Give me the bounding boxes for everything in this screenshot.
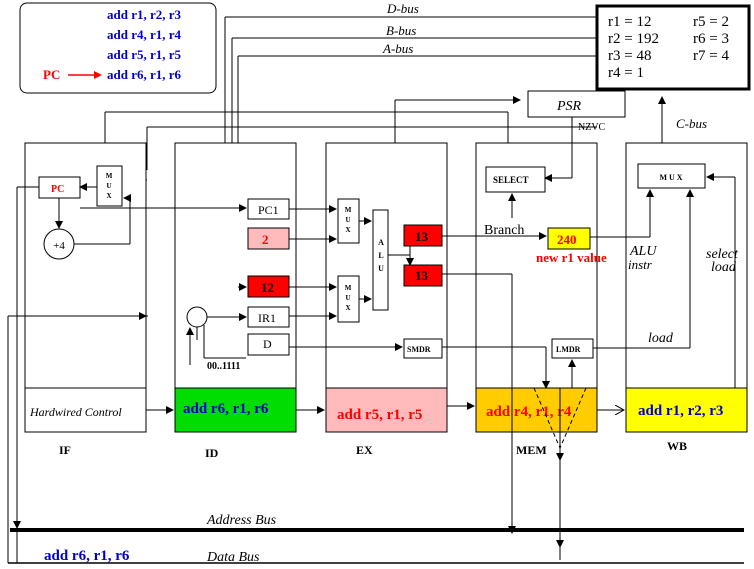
smdr-register <box>403 338 443 359</box>
ir1-register <box>247 306 290 328</box>
id-decoder-circle <box>186 306 208 328</box>
memory-buses: Address Bus Data Bus add r6, r1, r6 <box>8 312 744 565</box>
wb-instr-box <box>625 387 748 433</box>
svg-text:M: M <box>345 206 352 214</box>
register-r4: r4 = 1 <box>608 65 644 81</box>
wb-stage-label: WB <box>667 439 687 453</box>
reg-b-value: 2 <box>262 232 269 247</box>
svg-text:X: X <box>106 192 111 200</box>
if-instr-text: Hardwired Control <box>29 405 122 419</box>
load-label: load <box>648 331 674 346</box>
alu-instr-label-1: ALU <box>629 244 657 259</box>
wb-components: M U X ALU instr select load load <box>590 163 739 388</box>
svg-text:X: X <box>345 226 350 234</box>
program-line-2: add r4, r1, r4 <box>107 27 182 42</box>
ex-instr-text: add r5, r1, r5 <box>337 407 422 423</box>
alu <box>372 209 389 311</box>
stage-labels: IF ID EX MEM WB <box>59 439 687 460</box>
select-load-label-2: load <box>711 260 737 275</box>
if-components: PC M U X +4 <box>16 165 247 563</box>
reg-b-latch <box>247 227 290 250</box>
register-r2: r2 = 192 <box>608 31 659 47</box>
register-r7: r7 = 4 <box>693 48 729 64</box>
ex-result-1-value: 13 <box>415 229 429 244</box>
data-bus-value: add r6, r1, r6 <box>44 548 130 564</box>
program-listing: add r1, r2, r3 add r4, r1, r4 add r5, r1… <box>19 2 217 94</box>
svg-text:L: L <box>378 251 383 260</box>
psr-label: PSR <box>556 99 582 114</box>
pc-pointer-label: PC <box>43 67 60 82</box>
register-r3: r3 = 48 <box>608 48 651 64</box>
pipeline-registers: Hardwired Control add r6, r1, r6 add r5,… <box>24 387 748 433</box>
program-box <box>19 2 217 94</box>
select-unit <box>485 166 546 193</box>
ex-result-latch-2 <box>403 264 443 287</box>
select-label: SELECT <box>493 175 529 185</box>
program-line-1: add r1, r2, r3 <box>107 7 182 22</box>
ex-instr-box <box>325 387 448 433</box>
ir1-label: IR1 <box>258 311 276 325</box>
wb-mux <box>637 163 706 189</box>
pc-pointer-arrowhead <box>94 71 102 79</box>
mem-result-value: 240 <box>557 232 577 247</box>
ex-result-2-value: 13 <box>415 268 429 283</box>
mem-instr-text: add r4, r1, r4 <box>486 404 572 420</box>
svg-text:X: X <box>345 304 350 312</box>
mem-components: PSR NZVC SELECT Branch 240 new r1 value … <box>442 90 690 560</box>
nzvc-label: NZVC <box>578 122 606 133</box>
ex-components: M U X M U X A L U 13 13 SMDR <box>289 198 547 534</box>
data-bus-label: Data Bus <box>206 550 260 565</box>
id-instr-text: add r6, r1, r6 <box>183 401 269 417</box>
register-r5: r5 = 2 <box>693 14 729 30</box>
svg-text:U: U <box>378 264 384 273</box>
branch-label: Branch <box>484 223 524 238</box>
psr-register <box>527 90 626 118</box>
id-instr-box <box>174 387 297 433</box>
alu-instr-label-2: instr <box>628 257 653 272</box>
reg-a-value: 12 <box>261 280 274 295</box>
lmdr-label: LMDR <box>556 345 581 354</box>
svg-text:U: U <box>106 182 111 190</box>
mem-result-latch <box>547 227 591 250</box>
a-bus-label: A-bus <box>382 41 413 56</box>
address-bus-label: Address Bus <box>206 513 277 528</box>
svg-text:U: U <box>345 294 350 302</box>
register-r6: r6 = 3 <box>693 31 729 47</box>
imm-range-label: 00..1111 <box>207 361 240 372</box>
c-bus-label: C-bus <box>676 116 707 131</box>
register-file: r1 = 12 r2 = 192 r3 = 48 r4 = 1 r5 = 2 r… <box>595 4 751 91</box>
if-instr-box <box>24 387 147 433</box>
d-label: D <box>263 337 272 351</box>
d-bus-label: D-bus <box>386 1 419 16</box>
register-file-box <box>595 4 751 91</box>
id-components: PC1 2 12 IR1 D 00..1111 <box>7 198 290 563</box>
select-load-label-1: select <box>706 247 739 262</box>
plus4-label: +4 <box>53 240 65 252</box>
d-register <box>247 333 290 356</box>
smdr-label: SMDR <box>407 345 431 354</box>
ex-stage-label: EX <box>356 443 373 457</box>
wb-instr-text: add r1, r2, r3 <box>638 403 723 419</box>
program-line-3: add r5, r1, r5 <box>107 47 182 62</box>
if-mux-label-m: M <box>106 172 113 180</box>
new-r1-value-label: new r1 value <box>536 250 607 265</box>
register-r1: r1 = 12 <box>608 14 651 30</box>
if-stage-label: IF <box>59 443 71 457</box>
wb-mux-label: M U X <box>659 173 682 182</box>
alu-label-a: A <box>378 238 384 247</box>
svg-text:U: U <box>345 216 350 224</box>
svg-text:M: M <box>345 284 352 292</box>
if-mux <box>96 165 123 207</box>
pc-register-label: PC <box>51 184 64 195</box>
id-stage-label: ID <box>205 446 219 460</box>
program-line-4: add r6, r1, r6 <box>107 67 182 82</box>
pc1-label: PC1 <box>258 203 279 217</box>
b-bus-label: B-bus <box>386 23 416 38</box>
mem-stage-label: MEM <box>516 443 547 457</box>
